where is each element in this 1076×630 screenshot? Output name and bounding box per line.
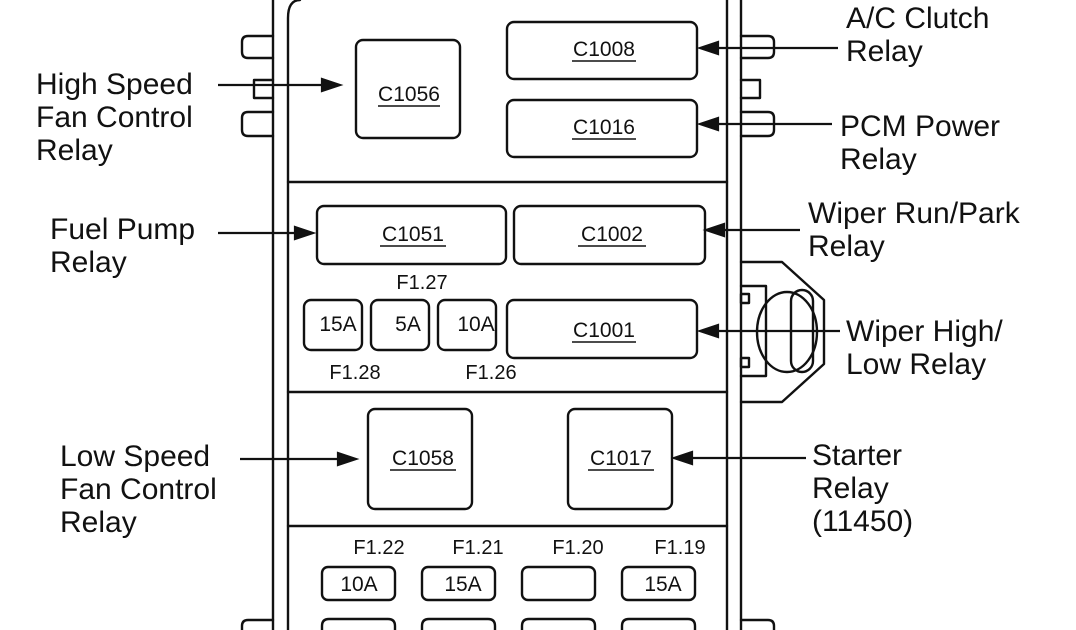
fuse-box-f120 bbox=[520, 565, 597, 602]
fuse-box-5a bbox=[369, 298, 431, 352]
left-clip-foot bbox=[240, 618, 275, 630]
fuse-number: F1.20 bbox=[552, 537, 603, 559]
arrowhead bbox=[336, 451, 360, 467]
right-clip-mid bbox=[739, 78, 762, 100]
arrowhead bbox=[702, 222, 726, 238]
arrowhead bbox=[696, 323, 720, 339]
label-wiper-high-low-relay: Wiper High/Low Relay bbox=[846, 315, 1003, 381]
fuse-rating: 5A bbox=[395, 313, 421, 336]
relay-box-c1017 bbox=[566, 407, 674, 511]
fuse-number: F1.28 bbox=[329, 362, 380, 384]
fuse-number: F1.21 bbox=[452, 537, 503, 559]
relay-box-c1016 bbox=[505, 98, 699, 159]
relay-box-c1051 bbox=[315, 204, 508, 266]
relay-code: C1002 bbox=[581, 223, 643, 246]
fuse-box-f128 bbox=[302, 298, 364, 352]
relay-code: C1051 bbox=[382, 223, 444, 246]
relay-box-c1056 bbox=[354, 38, 462, 140]
left-clip-top bbox=[240, 34, 275, 60]
fuse-rating: 10A bbox=[457, 313, 494, 336]
side-connector-pin bbox=[739, 356, 751, 369]
fuse-box-f119 bbox=[620, 565, 697, 602]
fuse-number: F1.26 bbox=[465, 362, 516, 384]
housing-outer bbox=[271, 0, 743, 630]
relay-code: C1001 bbox=[573, 319, 635, 342]
fuse-rating: 15A bbox=[319, 313, 356, 336]
fuse-rating: 15A bbox=[444, 573, 481, 596]
fuse-box-f126 bbox=[436, 298, 498, 352]
fuse-number: F1.19 bbox=[654, 537, 705, 559]
fuse-number: F1.22 bbox=[353, 537, 404, 559]
relay-code: C1017 bbox=[590, 447, 652, 470]
arrowhead bbox=[696, 116, 720, 132]
relay-code: C1056 bbox=[378, 83, 440, 106]
housing-inner bbox=[286, 0, 729, 630]
relay-box-c1001 bbox=[505, 298, 699, 360]
relay-box-c1008 bbox=[505, 20, 699, 81]
fuse-rating: 15A bbox=[644, 573, 681, 596]
arrowhead bbox=[696, 40, 720, 56]
relay-box-c1002 bbox=[512, 204, 707, 266]
left-clip-mid bbox=[252, 78, 275, 100]
fuse-rating: 10A bbox=[340, 573, 377, 596]
left-clip-bottom bbox=[240, 110, 275, 138]
relay-code: C1008 bbox=[573, 38, 635, 61]
right-clip-foot bbox=[739, 618, 776, 630]
section-divider bbox=[286, 180, 729, 528]
side-connector-pin bbox=[739, 292, 751, 305]
fuse-box-f121 bbox=[420, 565, 497, 602]
fuse-number: F1.27 bbox=[396, 272, 447, 294]
fuse-row-partial bbox=[320, 617, 697, 630]
arrowhead bbox=[670, 450, 694, 466]
arrowhead bbox=[293, 225, 317, 241]
fuse-box-f122 bbox=[320, 565, 397, 602]
relay-code: C1016 bbox=[573, 116, 635, 139]
arrowhead bbox=[320, 77, 344, 93]
relay-box-c1058 bbox=[366, 407, 474, 511]
relay-code: C1058 bbox=[392, 447, 454, 470]
